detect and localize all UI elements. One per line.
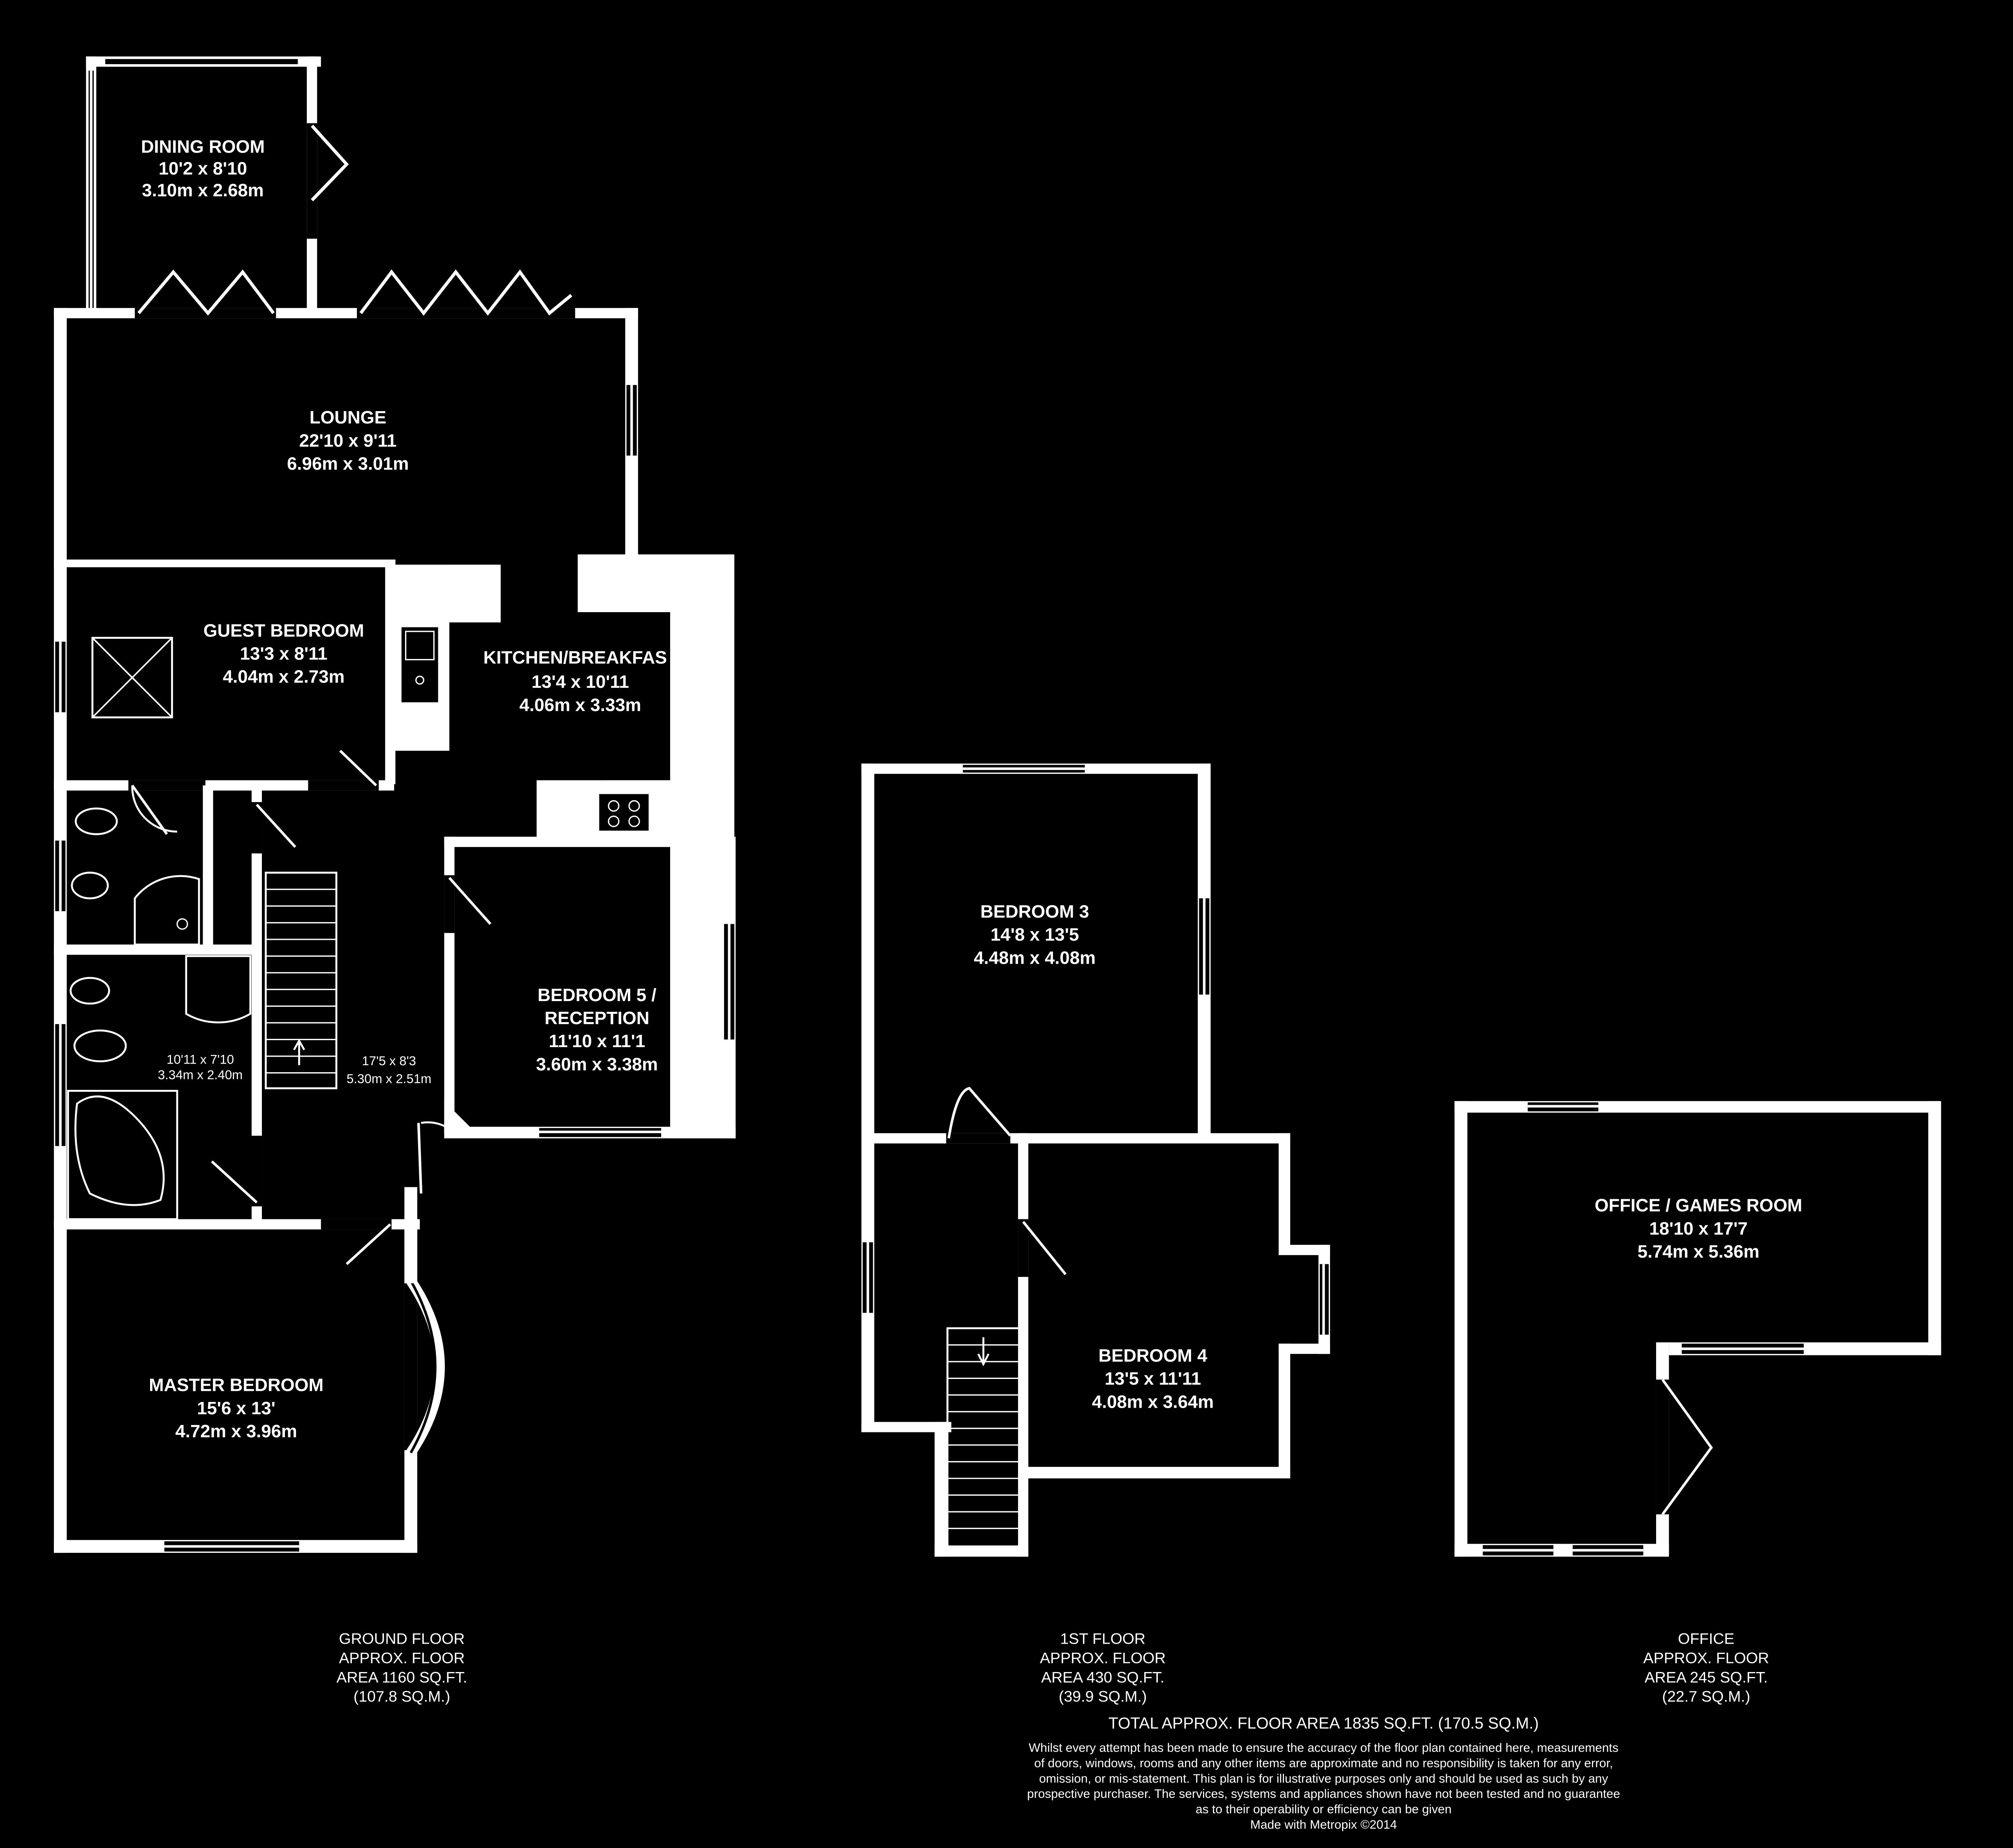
office-floor-caption-2: APPROX. FLOOR bbox=[1643, 1649, 1769, 1667]
bedroom5-name-line2: RECEPTION bbox=[544, 1008, 649, 1028]
kitchen-metric: 4.06m x 3.33m bbox=[519, 695, 641, 715]
bedroom4-name: BEDROOM 4 bbox=[1099, 1346, 1208, 1366]
bathroom-imperial: 10'11 x 7'10 bbox=[167, 1052, 234, 1067]
hall-metric: 5.30m x 2.51m bbox=[347, 1072, 431, 1086]
master-bedroom-imperial: 15'6 x 13' bbox=[197, 1398, 275, 1418]
disclaimer-line-4: prospective purchaser. The services, sys… bbox=[1027, 1787, 1620, 1801]
lounge-imperial: 22'10 x 9'11 bbox=[299, 430, 397, 451]
bedroom5-metric: 3.60m x 3.38m bbox=[536, 1054, 658, 1074]
kitchen-name: KITCHEN/BREAKFAS bbox=[484, 648, 667, 668]
total-floor-area: TOTAL APPROX. FLOOR AREA 1835 SQ.FT. (17… bbox=[1108, 1715, 1539, 1732]
office-metric: 5.74m x 5.36m bbox=[1638, 1242, 1759, 1262]
disclaimer-line-2: of doors, windows, rooms and any other i… bbox=[1034, 1756, 1613, 1770]
disclaimer-line-6: Made with Metropix ©2014 bbox=[1250, 1818, 1397, 1832]
office-imperial: 18'10 x 17'7 bbox=[1649, 1219, 1747, 1239]
master-bedroom-name: MASTER BEDROOM bbox=[149, 1375, 324, 1395]
lounge-metric: 6.96m x 3.01m bbox=[287, 453, 409, 474]
office-floor-caption-4: (22.7 SQ.M.) bbox=[1662, 1688, 1750, 1705]
first-floor-caption-4: (39.9 SQ.M.) bbox=[1059, 1688, 1147, 1705]
office-name: OFFICE / GAMES ROOM bbox=[1595, 1196, 1802, 1216]
bedroom5-name-line1: BEDROOM 5 / bbox=[537, 985, 656, 1005]
first-floor-plan bbox=[861, 763, 1330, 1557]
master-bedroom-metric: 4.72m x 3.96m bbox=[175, 1421, 297, 1441]
office-plan bbox=[1454, 1101, 1941, 1557]
first-floor-caption-3: AREA 430 SQ.FT. bbox=[1041, 1668, 1164, 1686]
ground-floor-caption-4: (107.8 SQ.M.) bbox=[354, 1688, 450, 1705]
first-floor-caption-2: APPROX. FLOOR bbox=[1040, 1649, 1166, 1667]
bedroom3-name: BEDROOM 3 bbox=[980, 902, 1089, 922]
ground-floor-caption-2: APPROX. FLOOR bbox=[339, 1649, 465, 1667]
first-floor-stairs bbox=[946, 1327, 1020, 1547]
lounge-name: LOUNGE bbox=[310, 407, 386, 428]
ground-floor-plan bbox=[54, 56, 736, 1553]
ground-stairs bbox=[265, 872, 338, 1089]
bedroom3-imperial: 14'8 x 13'5 bbox=[990, 925, 1079, 945]
bedroom4-metric: 4.08m x 3.64m bbox=[1092, 1392, 1214, 1412]
disclaimer-line-5: as to their operability or efficiency ca… bbox=[1196, 1803, 1452, 1816]
guest-bedroom-imperial: 13'3 x 8'11 bbox=[240, 643, 328, 664]
disclaimer-line-1: Whilst every attempt has been made to en… bbox=[1029, 1741, 1619, 1755]
bedroom4-imperial: 13'5 x 11'11 bbox=[1105, 1369, 1201, 1389]
room-labels: DINING ROOM 10'2 x 8'10 3.10m x 2.68m LO… bbox=[141, 136, 1802, 1441]
dining-room-metric: 3.10m x 2.68m bbox=[142, 180, 264, 201]
floor-area-captions: GROUND FLOOR APPROX. FLOOR AREA 1160 SQ.… bbox=[336, 1630, 1769, 1832]
office-floor-caption-3: AREA 245 SQ.FT. bbox=[1645, 1668, 1768, 1686]
guest-bedroom-name: GUEST BEDROOM bbox=[204, 620, 364, 641]
bathroom-metric: 3.34m x 2.40m bbox=[158, 1068, 243, 1082]
bedroom5-imperial: 11'10 x 11'1 bbox=[549, 1031, 646, 1051]
ground-floor-caption-3: AREA 1160 SQ.FT. bbox=[336, 1668, 467, 1686]
dining-room-name: DINING ROOM bbox=[141, 136, 265, 157]
ground-floor-caption-1: GROUND FLOOR bbox=[339, 1630, 465, 1647]
hall-imperial: 17'5 x 8'3 bbox=[362, 1054, 416, 1068]
disclaimer-line-3: omission, or mis-statement. This plan is… bbox=[1039, 1772, 1608, 1786]
kitchen-imperial: 13'4 x 10'11 bbox=[532, 672, 629, 692]
bedroom3-metric: 4.48m x 4.08m bbox=[974, 948, 1096, 968]
guest-bedroom-metric: 4.04m x 2.73m bbox=[223, 667, 345, 687]
office-floor-caption-1: OFFICE bbox=[1678, 1630, 1734, 1647]
first-floor-caption-1: 1ST FLOOR bbox=[1060, 1630, 1145, 1647]
dining-room-imperial: 10'2 x 8'10 bbox=[159, 159, 247, 179]
